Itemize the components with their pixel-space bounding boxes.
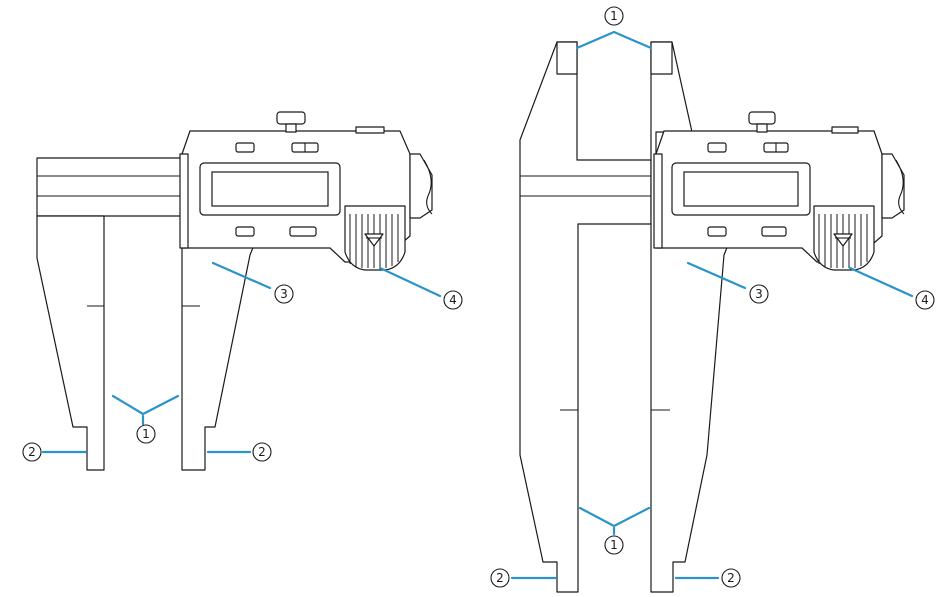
thumb-roller: [344, 205, 406, 271]
clamp-screw: [276, 111, 306, 125]
button-top-left: [235, 142, 255, 153]
callout-3-right: 3: [749, 284, 769, 304]
caliper-left: [36, 111, 433, 471]
movable-jaw: [181, 239, 257, 471]
callout-2-right-a: 2: [490, 568, 510, 588]
svg-text:2: 2: [258, 445, 266, 459]
main-beam: [36, 157, 188, 217]
svg-text:3: 3: [755, 287, 763, 301]
svg-text:4: 4: [921, 293, 929, 307]
callout-3-left: 3: [274, 284, 294, 304]
svg-text:2: 2: [727, 571, 735, 585]
thumb-roller-right-fig: [813, 205, 875, 271]
movable-jaw-right-fig: [650, 41, 731, 593]
fixed-jaw-right-fig: [519, 41, 652, 593]
svg-text:1: 1: [610, 538, 618, 552]
callout-2-left-a: 2: [22, 442, 42, 462]
callout-1-right-top: 1: [604, 6, 624, 26]
fixed-jaw: [36, 215, 105, 471]
callout-1-right-bottom: 1: [604, 535, 624, 555]
svg-text:2: 2: [28, 445, 36, 459]
svg-text:4: 4: [449, 293, 457, 307]
callouts: 1 2 2 3 4 1 1 2: [22, 6, 935, 588]
callout-4-left: 4: [443, 290, 463, 310]
callout-2-left-b: 2: [252, 442, 272, 462]
leader-lines: [41, 30, 914, 580]
callout-2-right-b: 2: [721, 568, 741, 588]
callout-1-left: 1: [136, 424, 156, 444]
caliper-right: [519, 41, 905, 593]
svg-text:3: 3: [280, 287, 288, 301]
svg-text:1: 1: [142, 427, 150, 441]
button-bottom-left: [235, 226, 255, 237]
callout-4-right: 4: [915, 290, 935, 310]
button-bottom-right: [289, 226, 317, 237]
svg-text:1: 1: [610, 9, 618, 23]
svg-text:2: 2: [496, 571, 504, 585]
